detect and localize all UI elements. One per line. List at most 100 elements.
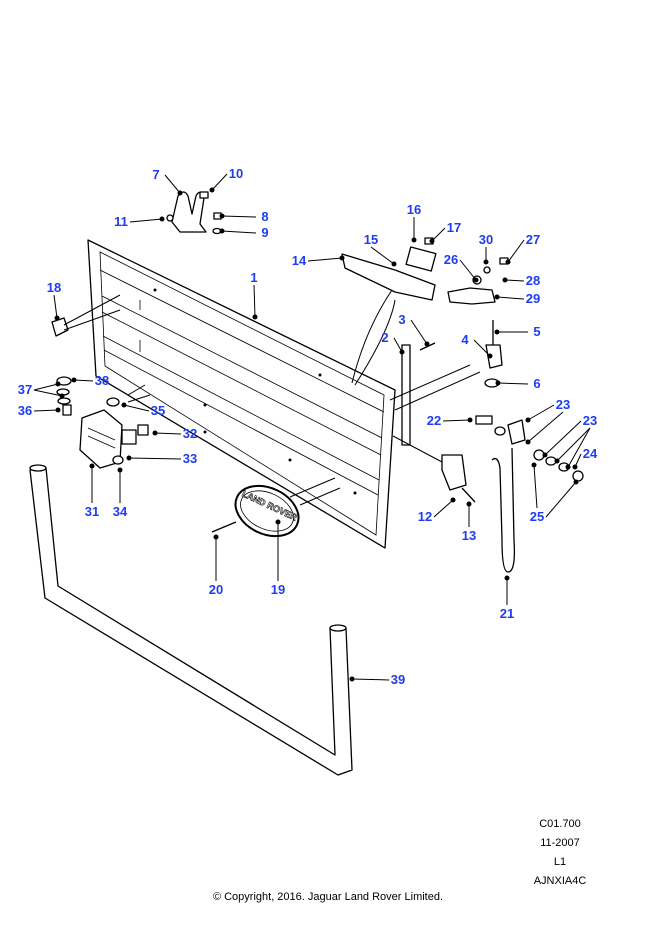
callout-label[interactable]: 18 — [47, 280, 61, 295]
callout-label[interactable]: 33 — [183, 451, 197, 466]
callout-label[interactable]: 4 — [461, 332, 469, 347]
callout-label[interactable]: 32 — [183, 426, 197, 441]
callout-label[interactable]: 3 — [398, 312, 405, 327]
check-strap-assembly — [51, 317, 149, 469]
leader-dot — [54, 315, 60, 321]
callout-label[interactable]: 24 — [583, 446, 598, 461]
leader-dot — [55, 407, 61, 413]
leader-dot — [117, 467, 123, 473]
leader-dot — [159, 216, 165, 222]
callout-label[interactable]: 6 — [533, 376, 540, 391]
callout-label[interactable]: 8 — [261, 209, 268, 224]
leader-dot — [502, 277, 508, 283]
callout-label[interactable]: 38 — [95, 373, 109, 388]
diagram-date: 11-2007 — [540, 837, 580, 849]
callout-layer: 1234567891011121314151617181920212223232… — [18, 166, 598, 687]
callout-label[interactable]: 25 — [530, 509, 544, 524]
callout-label[interactable]: 9 — [261, 225, 268, 240]
hinge-bracket — [166, 191, 222, 235]
leader-line — [567, 427, 591, 468]
leader-dot — [339, 255, 345, 261]
leader-line — [393, 337, 403, 353]
leader-line — [211, 173, 228, 191]
callout-label[interactable]: 23 — [556, 397, 570, 412]
callout-label[interactable]: 31 — [85, 504, 99, 519]
leader-dot — [505, 259, 511, 265]
leader-dot — [349, 676, 355, 682]
fittings — [401, 320, 584, 573]
callout-label[interactable]: 14 — [292, 253, 307, 268]
leader-line — [73, 379, 94, 382]
leader-dot — [531, 462, 537, 468]
latch-assembly — [341, 237, 437, 301]
leader-line — [533, 464, 538, 509]
leader-dot — [89, 463, 95, 469]
callout-label[interactable]: 15 — [364, 232, 378, 247]
leader-line — [33, 389, 63, 397]
callout-label[interactable]: 37 — [18, 382, 32, 397]
leader-dot — [494, 294, 500, 300]
leader-line — [33, 383, 59, 391]
callout-label[interactable]: 36 — [18, 403, 32, 418]
callout-label[interactable]: 7 — [152, 167, 159, 182]
callout-label[interactable]: 22 — [427, 413, 441, 428]
leader-dot — [573, 479, 579, 485]
leader-dot — [554, 458, 560, 464]
leader-dot — [59, 393, 65, 399]
callout-label[interactable]: 30 — [479, 232, 493, 247]
leader-line — [370, 246, 395, 265]
leader-line — [154, 432, 182, 435]
callout-label[interactable]: 5 — [533, 324, 540, 339]
leader-dot — [177, 190, 183, 196]
callout-label[interactable]: 13 — [462, 528, 476, 543]
diagram-code: C01.700 — [539, 818, 581, 830]
leader-line — [433, 499, 454, 518]
leader-dot — [391, 261, 397, 267]
callout-label[interactable]: 17 — [447, 220, 461, 235]
callout-label[interactable]: 19 — [271, 582, 285, 597]
leader-line — [544, 420, 582, 456]
leader-dot — [429, 238, 435, 244]
callout-label[interactable]: 39 — [391, 672, 405, 687]
leader-line — [497, 382, 529, 385]
leader-dot — [275, 519, 281, 525]
callout-label[interactable]: 27 — [526, 232, 540, 247]
callout-label[interactable]: 11 — [114, 214, 128, 229]
leader-line — [33, 409, 59, 412]
callout-label[interactable]: 35 — [151, 403, 165, 418]
leader-dot — [494, 329, 500, 335]
leader-line — [351, 678, 390, 681]
callout-label[interactable]: 10 — [229, 166, 243, 181]
callout-label[interactable]: 23 — [583, 413, 597, 428]
callout-label[interactable]: 16 — [407, 202, 421, 217]
callout-label[interactable]: 28 — [526, 273, 540, 288]
callout-label[interactable]: 20 — [209, 582, 223, 597]
tailgate-panel — [87, 239, 396, 549]
callout-label[interactable]: 29 — [526, 291, 540, 306]
leader-line — [253, 284, 256, 318]
leader-line — [431, 227, 446, 242]
callout-label[interactable]: 2 — [381, 330, 388, 345]
callout-label[interactable]: 34 — [113, 504, 128, 519]
leader-line — [307, 257, 343, 262]
leader-line — [496, 296, 525, 300]
callout-label[interactable]: 12 — [418, 509, 432, 524]
leader-lines-tailgate — [63, 289, 481, 506]
leader-dot — [411, 237, 417, 243]
leader-dot — [121, 402, 127, 408]
callout-label[interactable]: 26 — [444, 252, 458, 267]
leader-line — [473, 339, 491, 357]
leader-line — [164, 174, 181, 194]
leader-dot — [565, 464, 571, 470]
leader-line — [128, 457, 182, 460]
leader-dot — [71, 377, 77, 383]
tailgate-bar — [29, 464, 353, 776]
leader-dot — [126, 455, 132, 461]
leader-dot — [213, 534, 219, 540]
leader-dot — [399, 349, 405, 355]
callout-label[interactable]: 1 — [250, 270, 257, 285]
callout-label[interactable]: 21 — [500, 606, 514, 621]
leader-dot — [424, 341, 430, 347]
leader-line — [221, 230, 257, 234]
